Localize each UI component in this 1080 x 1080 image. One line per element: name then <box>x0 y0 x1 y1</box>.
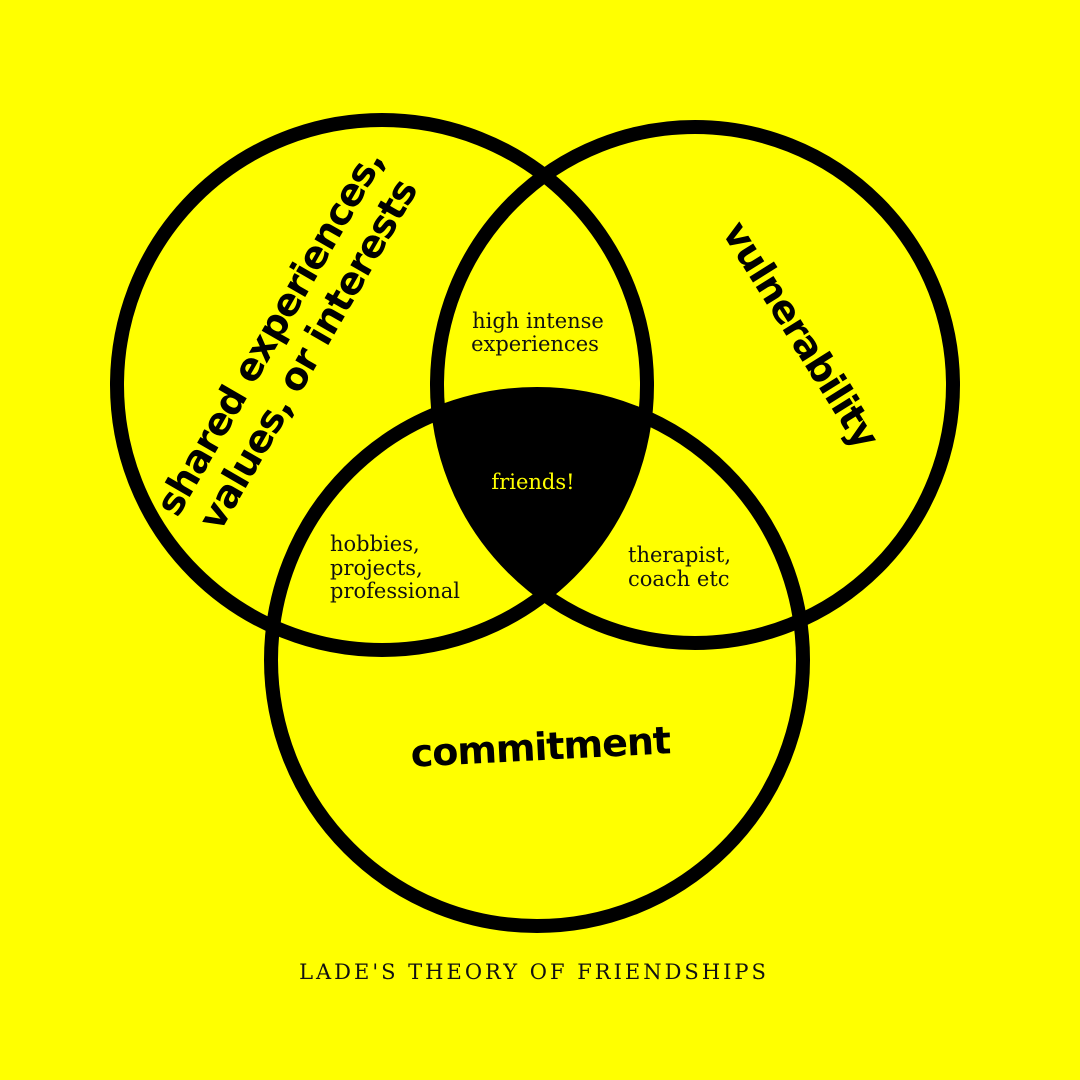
vulnerability-label: vulnerability <box>714 213 889 456</box>
friends-label: friends! <box>491 470 574 494</box>
overlap-left-right-line1: high intense <box>472 309 604 333</box>
overlap-left-bottom-line3: professional <box>330 579 460 603</box>
vulnerability-circle <box>430 120 960 650</box>
overlap-left-right-line2: experiences <box>471 332 599 356</box>
overlap-left-bottom-line2: projects, <box>330 556 423 580</box>
commitment-label: commitment <box>410 718 672 776</box>
overlap-left-bottom-line1: hobbies, <box>330 532 420 556</box>
commitment-label-group: commitment <box>410 718 672 776</box>
overlap-right-bottom-line2: coach etc <box>628 567 730 591</box>
shared-experiences-circle <box>110 113 654 657</box>
vulnerability-label-group: vulnerability <box>714 213 889 456</box>
commitment-circle <box>264 387 810 933</box>
overlap-right-bottom-line1: therapist, <box>628 543 731 567</box>
diagram-title: LADE'S THEORY OF FRIENDSHIPS <box>299 960 769 984</box>
